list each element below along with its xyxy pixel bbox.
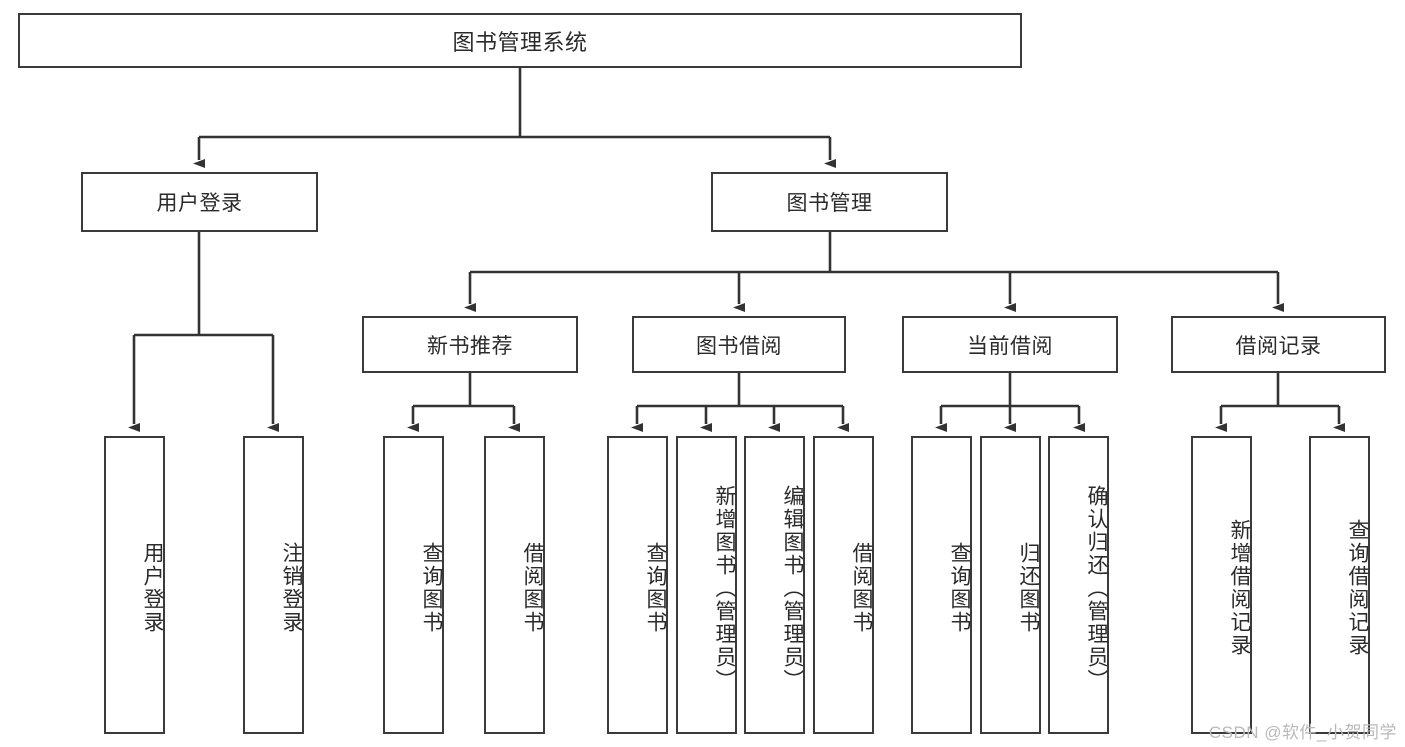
- node-user-login[interactable]: 用户登录: [81, 172, 318, 232]
- leaf-current-confirm-return[interactable]: 确认归还（管理员）: [1048, 436, 1109, 734]
- leaf-borrow-query[interactable]: 查询图书: [607, 436, 668, 734]
- node-label: 借阅图书: [521, 542, 544, 634]
- node-label: 编辑图书（管理员）: [781, 484, 804, 692]
- node-label: 借阅图书: [850, 542, 873, 634]
- node-label: 用户登录: [156, 192, 243, 215]
- node-label: 查询图书: [948, 542, 971, 634]
- node-label: 归还图书: [1017, 542, 1040, 634]
- node-label: 借阅记录: [1235, 334, 1322, 358]
- leaf-records-add[interactable]: 新增借阅记录: [1191, 436, 1252, 734]
- node-current-borrow[interactable]: 当前借阅: [902, 316, 1118, 373]
- leaf-records-query[interactable]: 查询借阅记录: [1309, 436, 1370, 734]
- node-label: 查询图书: [420, 542, 443, 634]
- leaf-borrow-book[interactable]: 借阅图书: [813, 436, 874, 734]
- node-label: 新增借阅记录: [1228, 519, 1251, 657]
- leaf-borrow-edit-book[interactable]: 编辑图书（管理员）: [744, 436, 805, 734]
- leaf-new-books-query[interactable]: 查询图书: [383, 436, 444, 734]
- leaf-borrow-add-book[interactable]: 新增图书（管理员）: [676, 436, 737, 734]
- node-root-system[interactable]: 图书管理系统: [18, 13, 1022, 68]
- leaf-logout[interactable]: 注销登录: [243, 436, 304, 734]
- node-label: 图书管理系统: [452, 29, 588, 55]
- node-label: 查询借阅记录: [1346, 519, 1369, 657]
- node-book-management[interactable]: 图书管理: [711, 172, 948, 232]
- node-label: 查询图书: [644, 542, 667, 634]
- node-new-book-recommend[interactable]: 新书推荐: [362, 316, 578, 373]
- watermark: CSDN @软件_小贺同学: [1208, 723, 1397, 742]
- node-label: 确认归还（管理员）: [1085, 484, 1108, 692]
- node-label: 新书推荐: [427, 334, 513, 358]
- node-label: 注销登录: [280, 542, 303, 634]
- node-borrow-records[interactable]: 借阅记录: [1171, 316, 1386, 373]
- node-label: 用户登录: [141, 542, 164, 634]
- leaf-current-query[interactable]: 查询图书: [911, 436, 972, 734]
- leaf-current-return[interactable]: 归还图书: [980, 436, 1041, 734]
- node-label: 图书管理: [786, 192, 873, 215]
- node-label: 当前借阅: [967, 334, 1053, 358]
- leaf-new-books-borrow[interactable]: 借阅图书: [484, 436, 545, 734]
- leaf-user-login[interactable]: 用户登录: [104, 436, 165, 734]
- node-label: 新增图书（管理员）: [713, 484, 736, 692]
- node-book-borrow[interactable]: 图书借阅: [632, 316, 846, 373]
- node-label: 图书借阅: [696, 334, 782, 358]
